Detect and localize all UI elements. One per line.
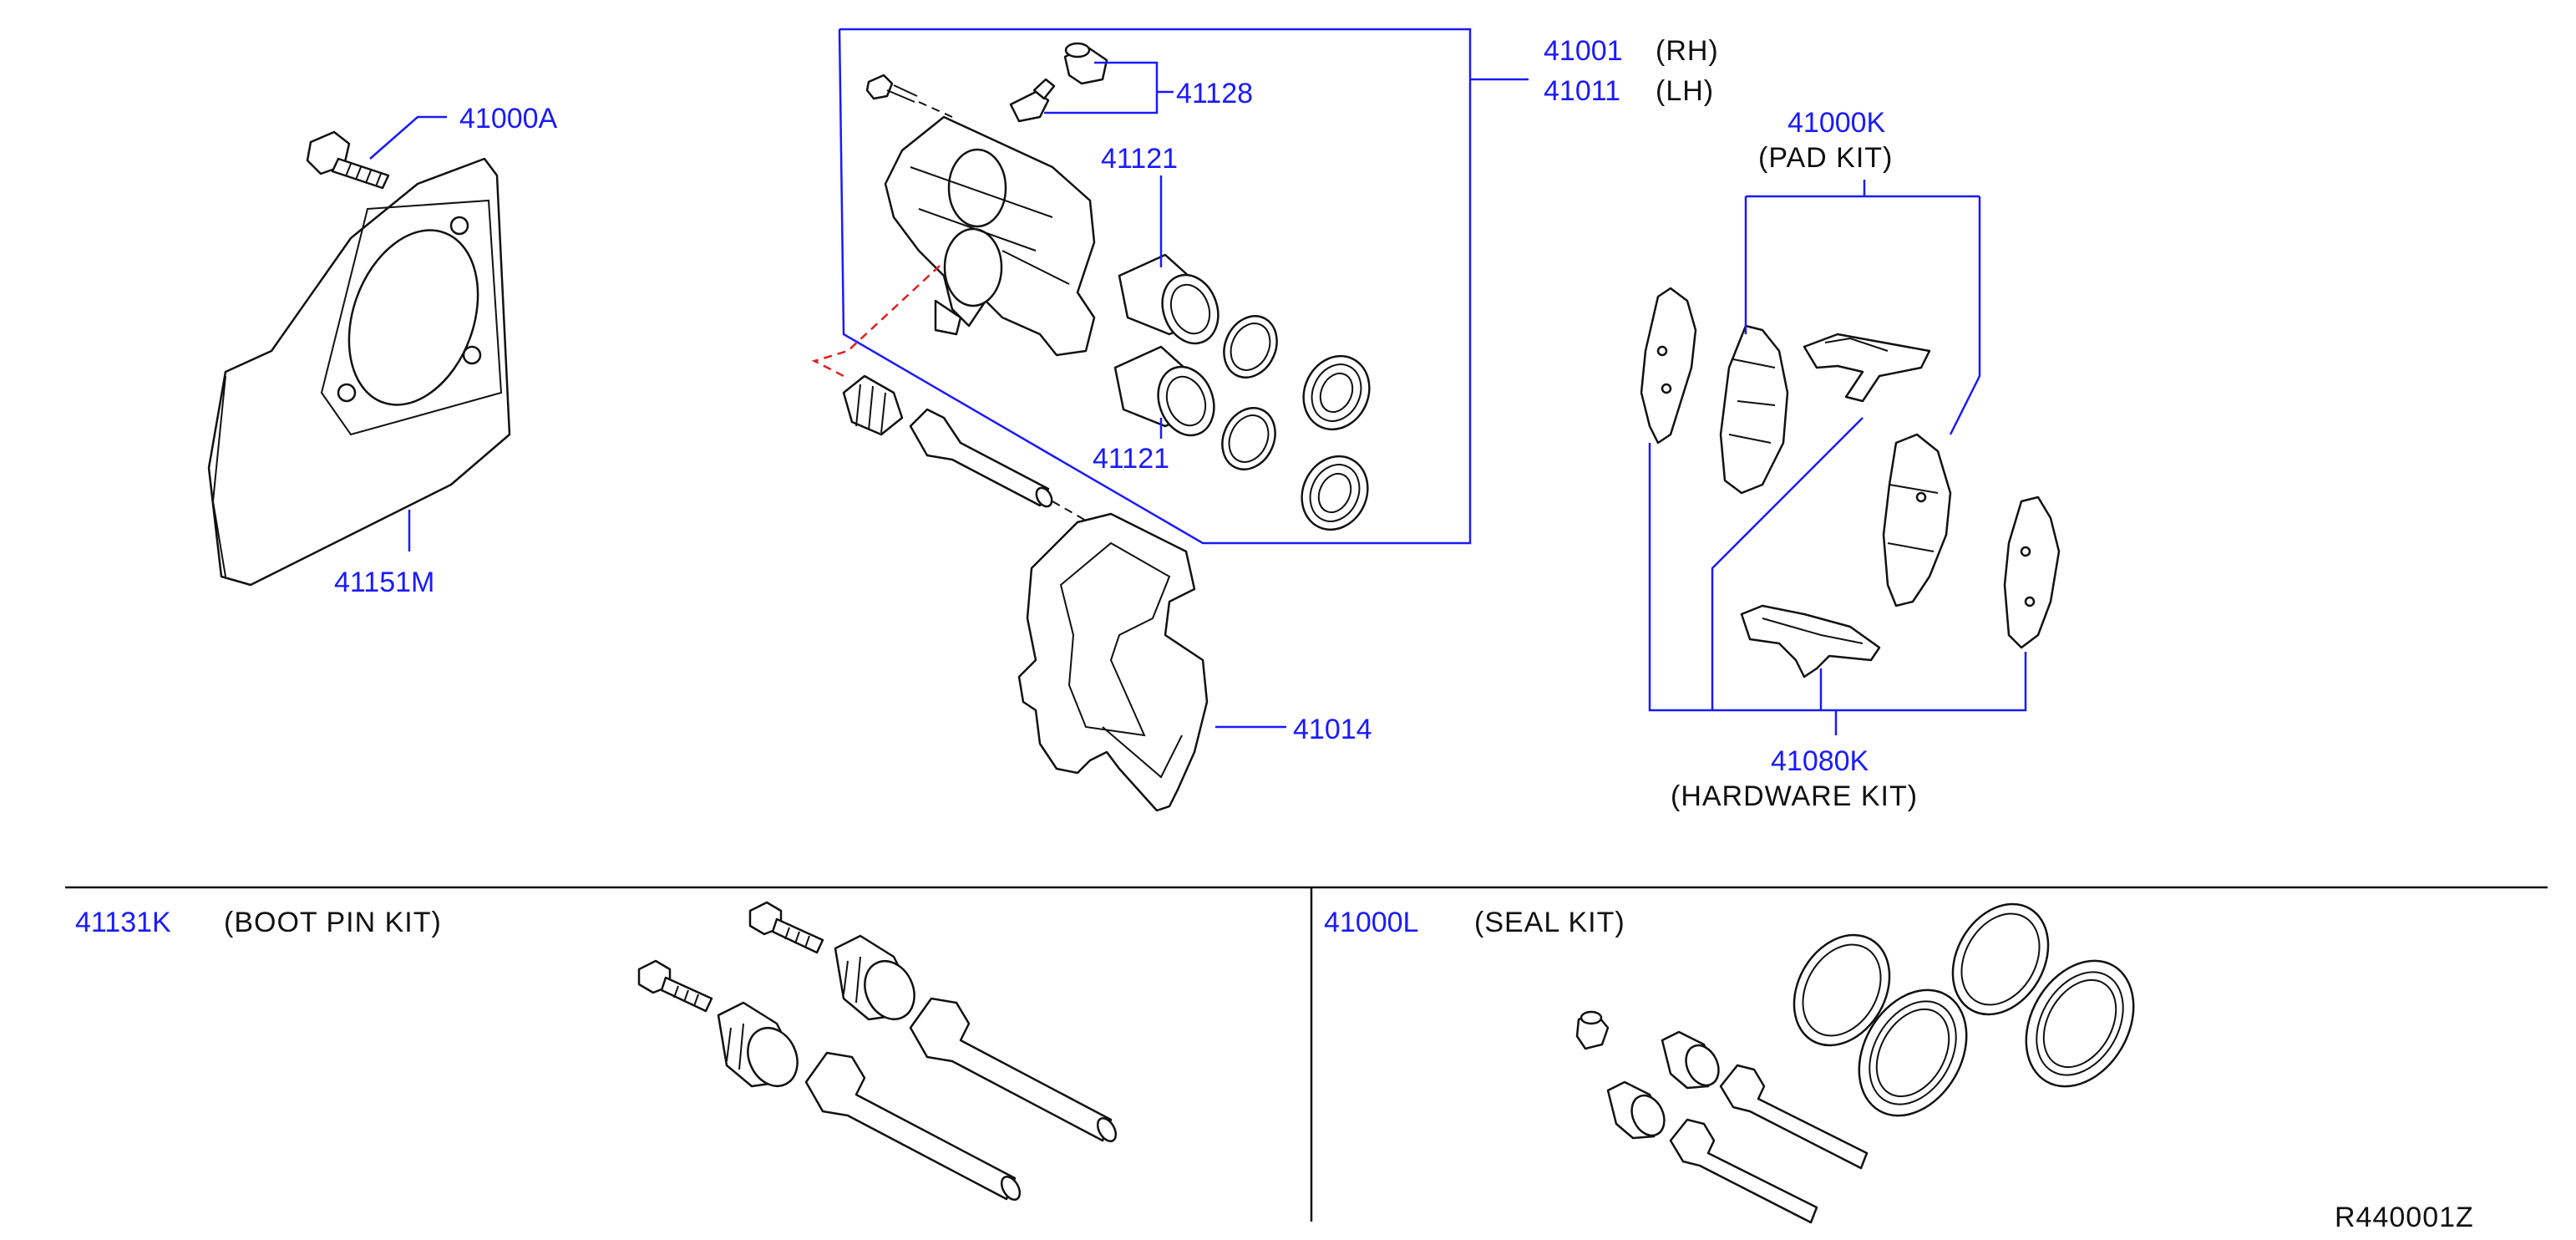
hardware-kit-label: (HARDWARE KIT) bbox=[1671, 780, 1918, 812]
boot-pin-kit-name: (BOOT PIN KIT) bbox=[224, 907, 442, 938]
inner-pad-part[interactable] bbox=[1882, 433, 1952, 607]
seal-kit-pin-upper-part[interactable] bbox=[1719, 1064, 1869, 1170]
seal-kit-pin-lower-part[interactable] bbox=[1669, 1118, 1818, 1224]
seal-kit-boot-lower-part[interactable] bbox=[1606, 1080, 1671, 1141]
callout-41000A[interactable]: 41000A bbox=[459, 103, 558, 135]
guide-pin-part[interactable] bbox=[909, 408, 1112, 536]
piston-boot-upper-part[interactable] bbox=[1292, 345, 1382, 440]
piston-seal-lower-part[interactable] bbox=[1213, 399, 1285, 478]
callout-41000K[interactable]: 41000K bbox=[1787, 107, 1886, 139]
torque-member-part[interactable] bbox=[1017, 512, 1209, 812]
seal-kit-ring-2-part[interactable] bbox=[1934, 887, 2067, 1031]
seal-kit-cap-part[interactable] bbox=[1575, 1010, 1610, 1050]
seal-kit-boot-ring-2-part[interactable] bbox=[2005, 942, 2155, 1106]
outer-pad-part[interactable] bbox=[1719, 324, 1789, 495]
caliper-body-part[interactable] bbox=[884, 115, 1096, 357]
callout-41001[interactable]: 41001 bbox=[1544, 35, 1623, 67]
piston-upper-part[interactable] bbox=[1118, 253, 1227, 351]
boot-kit-bolt-upper-part[interactable] bbox=[748, 901, 824, 954]
seal-kit-boot-upper-part[interactable] bbox=[1661, 1030, 1725, 1090]
callout-41128[interactable]: 41128 bbox=[1176, 78, 1253, 109]
boot-kit-pin-upper-part[interactable] bbox=[909, 997, 1119, 1144]
caliper-small-bolt-part[interactable] bbox=[865, 74, 953, 118]
callout-41151M[interactable]: 41151M bbox=[334, 567, 434, 598]
outer-shim-part[interactable] bbox=[1640, 287, 1697, 445]
piston-boot-lower-part[interactable] bbox=[1291, 445, 1380, 541]
inner-shim-part[interactable] bbox=[2003, 495, 2061, 649]
bleeder-screw-part[interactable] bbox=[1009, 78, 1056, 123]
mounting-bolt-part[interactable] bbox=[306, 130, 390, 190]
pin-boot-part[interactable] bbox=[842, 374, 904, 436]
leader-lines bbox=[369, 28, 2027, 735]
callout-41014[interactable]: 41014 bbox=[1293, 714, 1372, 745]
callout-41011[interactable]: 41011 bbox=[1544, 75, 1620, 107]
boot-kit-bolt-lower-part[interactable] bbox=[637, 959, 713, 1013]
bleeder-cap-part[interactable] bbox=[1063, 42, 1108, 85]
boot-kit-pin-lower-part[interactable] bbox=[804, 1051, 1023, 1202]
boot-pin-kit-part-number[interactable]: 41131K bbox=[75, 907, 171, 938]
seal-kit-boot-ring-1-part[interactable] bbox=[1838, 971, 1988, 1136]
callout-41001-side: (RH) bbox=[1656, 35, 1719, 67]
piston-lower-part[interactable] bbox=[1113, 345, 1223, 443]
seal-kit-name: (SEAL KIT) bbox=[1474, 907, 1625, 938]
lower-pad-clip-part[interactable] bbox=[1740, 604, 1881, 678]
boot-kit-boot-upper-part[interactable] bbox=[834, 934, 924, 1027]
backing-plate-part[interactable] bbox=[207, 157, 511, 587]
callout-41080K[interactable]: 41080K bbox=[1771, 745, 1869, 777]
piston-seal-upper-part[interactable] bbox=[1214, 307, 1286, 386]
callout-41011-side: (LH) bbox=[1656, 75, 1714, 107]
callout-41121-top[interactable]: 41121 bbox=[1101, 143, 1178, 175]
pad-kit-label: (PAD KIT) bbox=[1758, 142, 1893, 174]
callout-41121-bottom[interactable]: 41121 bbox=[1093, 443, 1169, 475]
upper-pad-clip-part[interactable] bbox=[1803, 333, 1931, 403]
figure-code: R440001Z bbox=[2335, 1202, 2474, 1233]
boot-kit-boot-lower-part[interactable] bbox=[717, 1001, 807, 1094]
seal-kit-ring-1-part[interactable] bbox=[1775, 917, 1909, 1062]
seal-kit-part-number[interactable]: 41000L bbox=[1324, 907, 1418, 938]
